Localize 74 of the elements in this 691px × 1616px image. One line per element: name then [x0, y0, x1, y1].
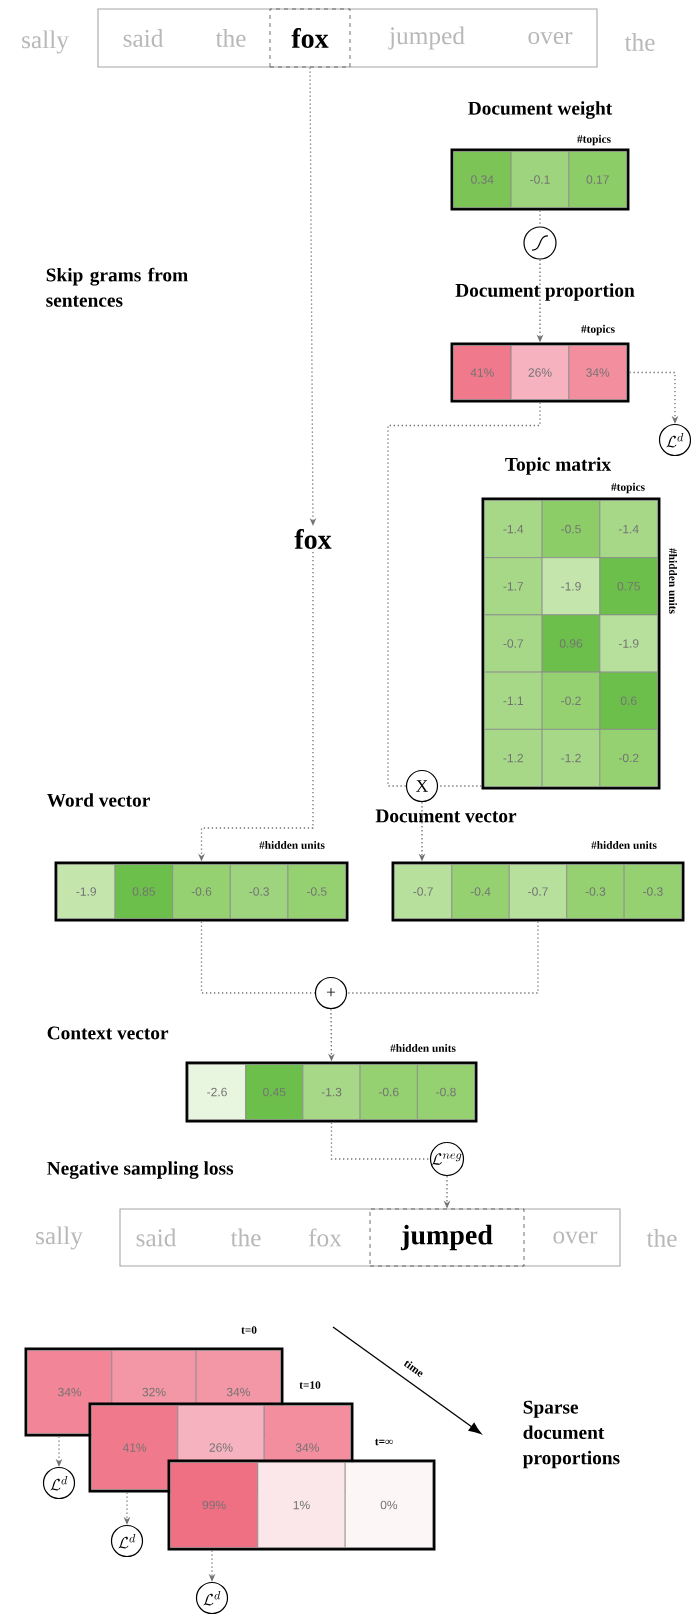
- vector-cell: -0.4: [451, 864, 510, 919]
- node-label: #hidden units: [668, 548, 677, 614]
- vector-cell: 34%: [568, 345, 627, 400]
- vector-cell: -1.9: [599, 614, 658, 673]
- context-word: sally: [36, 1226, 83, 1250]
- vector-cell: 0.85: [114, 864, 174, 919]
- node-label: Context vector: [47, 1026, 169, 1040]
- vector-cell: 41%: [91, 1405, 179, 1490]
- node-label: #hidden units: [259, 841, 325, 850]
- vector-cell: 26%: [510, 345, 570, 400]
- vector-cell: -0.6: [172, 864, 231, 919]
- vector-cell: -0.3: [229, 864, 289, 919]
- node-label: #hidden units: [390, 1044, 456, 1053]
- vector-cell: -0.6: [359, 1064, 418, 1120]
- vector-cell: -1.2: [541, 728, 601, 787]
- vector-cell: -0.7: [508, 864, 568, 919]
- node-label: t=0: [241, 1326, 257, 1334]
- vector-cell: -0.7: [394, 864, 453, 919]
- vector-cell: -0.8: [416, 1064, 475, 1120]
- vector-cell: -0.3: [566, 864, 625, 919]
- vector-cell: -1.7: [484, 557, 543, 616]
- vector-cell: 99%: [170, 1462, 259, 1548]
- vector-cell: 0.96: [541, 614, 601, 673]
- connector: [346, 920, 539, 994]
- context-word: sally: [22, 30, 69, 54]
- vector-cell: 34%: [27, 1350, 113, 1434]
- vector-cell: 0.17: [568, 151, 627, 208]
- vector-cell: -0.1: [510, 151, 570, 208]
- node-label: #hidden units: [591, 841, 657, 850]
- section-label: Sparse document proportions: [522, 1400, 620, 1469]
- connector: [200, 920, 316, 994]
- section-label: Skip grams from sentences: [46, 267, 188, 307]
- vector-cell: -0.2: [599, 728, 658, 787]
- vector-cell: -1.3: [302, 1064, 361, 1120]
- vector-cell: 41%: [453, 345, 512, 400]
- node-label: #topics: [611, 482, 645, 494]
- connector: [437, 785, 483, 787]
- node-label: Document vector: [375, 809, 517, 823]
- node-label: Topic matrix: [505, 457, 611, 475]
- vector-cell: -1.4: [599, 500, 658, 559]
- vector-cell: -0.2: [541, 671, 601, 730]
- node-label: Document weight: [468, 101, 613, 119]
- arrow-label: time: [404, 1360, 423, 1377]
- connector: [387, 401, 541, 787]
- vector-cell: 0.6: [599, 671, 658, 730]
- center-word: fox: [294, 529, 332, 549]
- vector-cell: -0.5: [541, 500, 601, 559]
- vector-cell: -0.7: [484, 614, 543, 673]
- vector-cell: -1.9: [57, 864, 116, 919]
- vector-cell: 0.45: [245, 1064, 304, 1120]
- vector-cell: -2.6: [188, 1064, 247, 1120]
- vector-cell: -1.1: [484, 671, 543, 730]
- node-label: Document proportion: [455, 283, 635, 301]
- vector-cell: 0.34: [453, 151, 512, 208]
- vector-cell: 1%: [257, 1462, 346, 1548]
- vector-cell: 0%: [344, 1462, 433, 1548]
- node-label: t=10: [299, 1381, 321, 1389]
- context-word: the: [624, 33, 655, 51]
- vector-cell: 0.75: [599, 557, 658, 616]
- vector-cell: -1.4: [484, 500, 543, 559]
- node-label: t=∞: [375, 1438, 393, 1446]
- vector-cell: -1.9: [541, 557, 601, 616]
- connector: [330, 1121, 431, 1160]
- node-label: #topics: [577, 134, 611, 146]
- vector-cell: -1.2: [484, 728, 543, 787]
- node-label: #topics: [581, 324, 615, 336]
- center-word-window: fox: [269, 8, 351, 68]
- context-word: the: [646, 1229, 677, 1247]
- node-label: Word vector: [46, 793, 150, 807]
- vector-cell: -0.5: [287, 864, 346, 919]
- section-label: Negative sampling loss: [47, 1161, 234, 1179]
- vector-cell: -0.3: [623, 864, 682, 919]
- center-word-window: jumped: [369, 1208, 525, 1267]
- sigmoid-circle: [523, 226, 557, 260]
